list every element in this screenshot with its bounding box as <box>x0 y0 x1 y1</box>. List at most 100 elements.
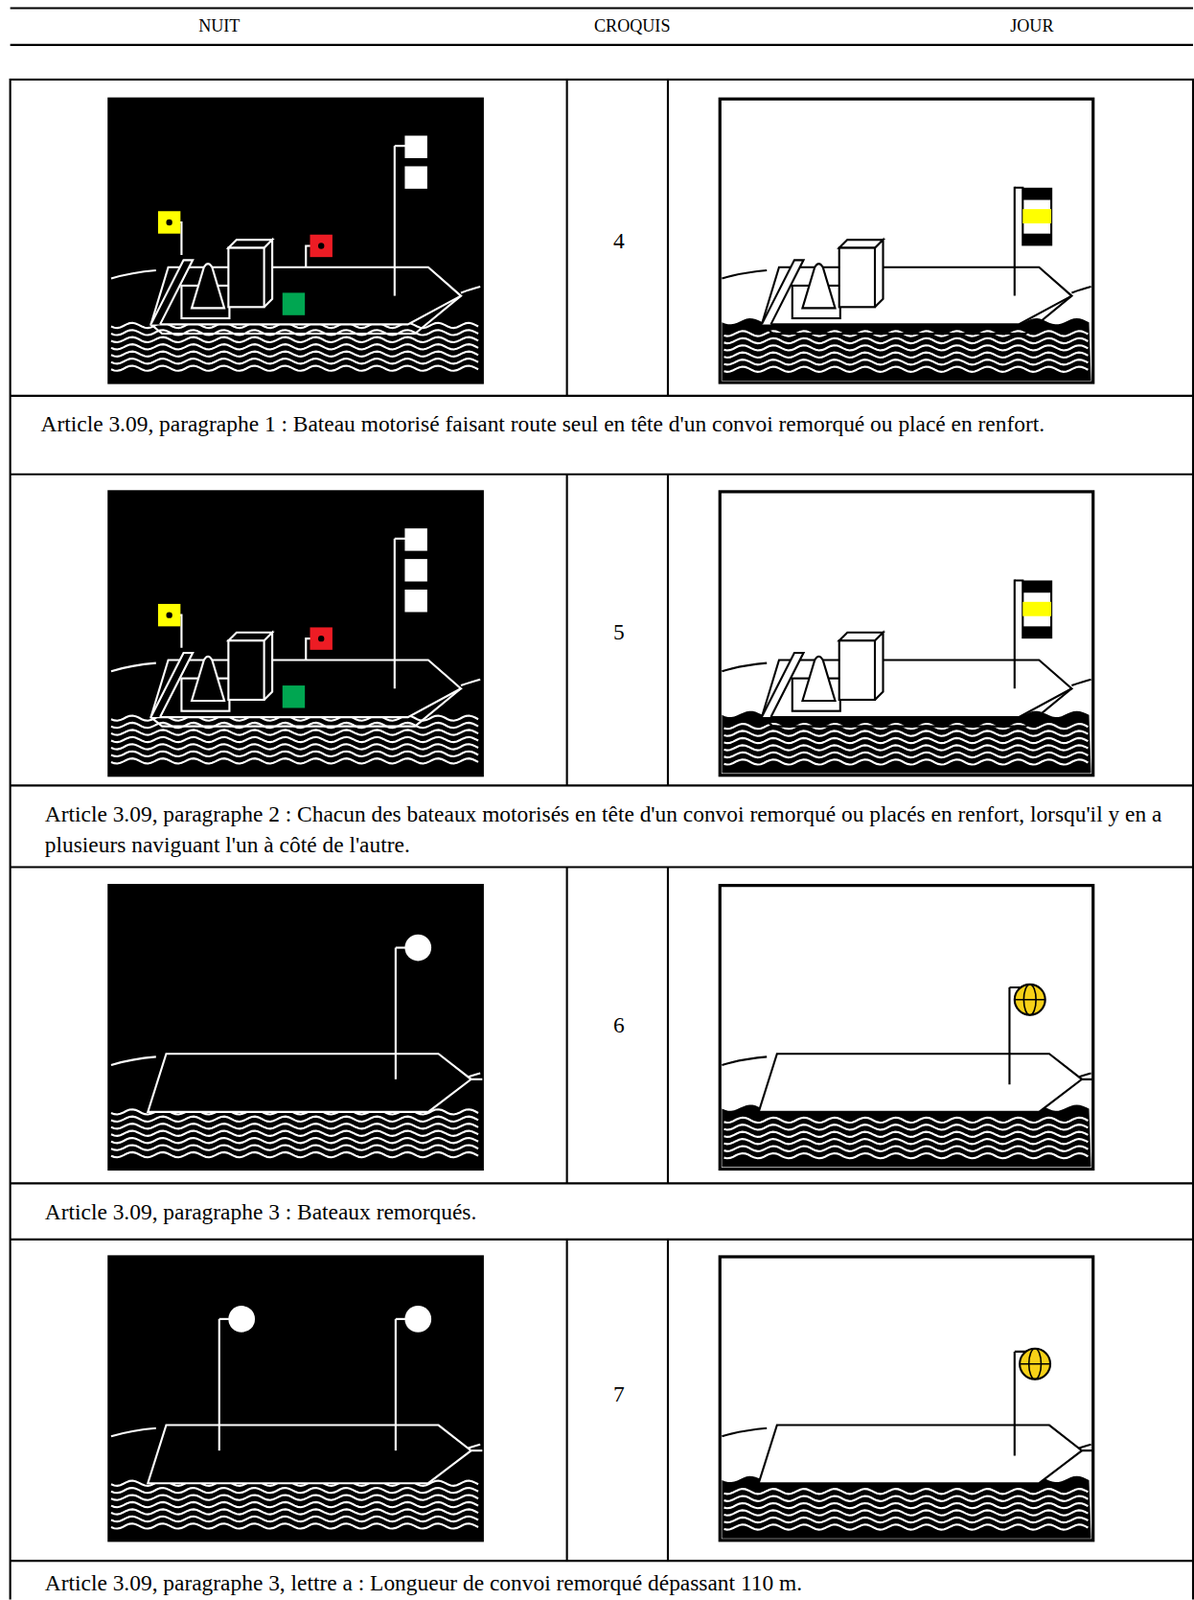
funnel <box>802 656 835 701</box>
table-rule <box>666 866 669 1183</box>
water-body <box>721 1475 1091 1539</box>
water-surface <box>111 1427 157 1437</box>
night-panel <box>109 1256 483 1540</box>
water-surface <box>460 679 481 686</box>
cylinder-outline <box>1022 581 1052 639</box>
table-rule <box>10 1238 1194 1240</box>
panel-background <box>109 98 483 383</box>
water-wave <box>111 1151 479 1157</box>
mast <box>1008 987 1011 1084</box>
white-masthead-light <box>404 589 427 612</box>
light-dot <box>318 242 324 249</box>
mast <box>218 1318 221 1450</box>
column-header: JOUR <box>1010 16 1054 37</box>
panel-background <box>719 885 1093 1170</box>
water-wave <box>724 1516 1089 1522</box>
water-wave <box>111 743 479 749</box>
cylinder-band-black <box>1022 233 1052 246</box>
water-wave <box>724 344 1089 350</box>
water-surface <box>721 1427 767 1437</box>
sketch-number: 6 <box>613 1011 625 1039</box>
ball-equator <box>1019 1362 1051 1365</box>
water-wave <box>111 1515 479 1521</box>
funnel <box>191 656 225 701</box>
mast <box>394 947 397 1080</box>
sketch-number: 5 <box>613 619 625 646</box>
table-rule <box>10 783 1194 786</box>
cylinder-outline <box>1022 188 1052 246</box>
cylinder-band-yellow <box>1022 208 1052 224</box>
water-surface <box>721 663 767 672</box>
mast <box>1013 578 1016 689</box>
water-wave <box>724 758 1089 764</box>
panel-background <box>719 1256 1093 1540</box>
night-panel <box>109 491 483 776</box>
water-wave <box>111 1493 479 1499</box>
water-surface <box>721 270 767 279</box>
mast <box>1013 1351 1016 1456</box>
water-wave <box>724 1509 1089 1515</box>
water-wave <box>111 1487 479 1493</box>
cylinder-band-black <box>1022 188 1052 201</box>
water-surface <box>111 663 157 672</box>
night-panel <box>109 885 483 1170</box>
table-rule <box>10 44 1194 46</box>
water-wave <box>724 338 1089 344</box>
table-rule <box>666 1239 669 1561</box>
water-wave <box>111 1130 479 1136</box>
caption-text: Article 3.09, paragraphe 3, lettre a : L… <box>45 1567 1193 1599</box>
water-wave <box>111 337 479 343</box>
barge-hull <box>147 1424 471 1484</box>
panel-background <box>109 1256 483 1540</box>
cabin-top <box>228 632 273 700</box>
white-masthead-light <box>404 558 427 581</box>
barge-hull <box>758 1424 1082 1484</box>
water-body <box>721 318 1091 381</box>
light-dot <box>318 635 324 642</box>
sketch-number: 7 <box>613 1380 625 1408</box>
water-wave <box>724 1117 1089 1123</box>
light-dot <box>165 219 172 226</box>
water-wave <box>111 1144 479 1149</box>
water-wave <box>724 1495 1089 1501</box>
cabin <box>228 640 264 700</box>
light-dot <box>165 611 172 618</box>
water-wave <box>724 352 1089 358</box>
mast <box>393 538 396 689</box>
panel-background <box>109 885 483 1170</box>
yellow-stern-light <box>158 210 181 233</box>
caption-text: Article 3.09, paragraphe 1 : Bateau moto… <box>41 409 1189 440</box>
table-rule <box>666 474 669 786</box>
cabin-top <box>839 632 884 700</box>
panel-background <box>719 98 1093 383</box>
water-wave <box>111 736 479 742</box>
day-panel <box>719 98 1093 383</box>
table-rule <box>566 79 569 396</box>
water-wave <box>724 1523 1089 1529</box>
barge-hull <box>758 1053 1082 1112</box>
water-wave <box>111 1137 479 1143</box>
mast <box>1013 186 1016 297</box>
table-rule <box>10 473 1194 476</box>
water-wave <box>724 744 1089 750</box>
white-masthead-light <box>404 136 427 159</box>
water-wave <box>724 737 1089 743</box>
water-surface <box>1071 679 1091 686</box>
green-side-light <box>282 685 305 708</box>
table-rule <box>10 865 1194 868</box>
yellow-stern-light <box>158 603 181 626</box>
table-rule <box>666 79 669 396</box>
day-panel <box>719 491 1093 776</box>
red-side-light <box>309 626 332 649</box>
white-light <box>404 1305 432 1332</box>
night-panel <box>109 98 483 383</box>
cylinder-band-black <box>1022 581 1052 594</box>
column-header: NUIT <box>198 16 240 37</box>
yellow-ball <box>1019 1348 1051 1379</box>
cylinder-band-yellow <box>1022 601 1052 617</box>
water-wave <box>111 351 479 357</box>
water-surface <box>111 270 157 279</box>
water-surface <box>460 286 481 293</box>
water-surface <box>1071 286 1091 293</box>
